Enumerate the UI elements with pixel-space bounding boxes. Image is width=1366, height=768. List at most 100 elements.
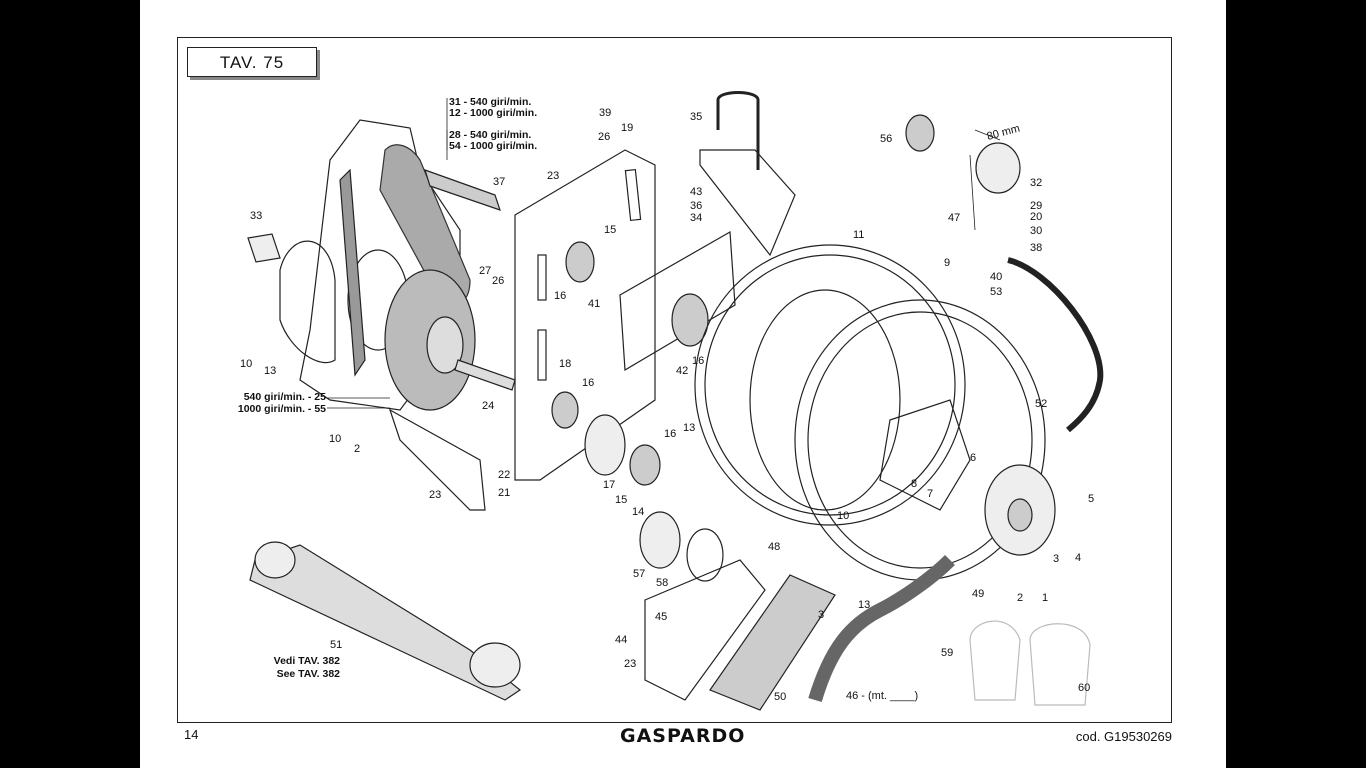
- callout-19: 19: [621, 122, 633, 134]
- callout-29: 29: [1030, 200, 1042, 212]
- callout-32: 32: [1030, 177, 1042, 189]
- note-80mm: 80 mm: [986, 123, 1022, 143]
- callout-47: 47: [948, 212, 960, 224]
- note-vedi: Vedi TAV. 382: [274, 655, 341, 667]
- bearing-mid: [551, 391, 579, 429]
- note-speed-28: 28 - 540 giri/min.: [449, 129, 531, 141]
- callout-13: 13: [264, 365, 276, 377]
- callout-3: 3: [1053, 553, 1059, 565]
- note-speed-54: 54 - 1000 giri/min.: [449, 140, 537, 152]
- callout-33: 33: [250, 210, 262, 222]
- callout-6: 6: [970, 452, 976, 464]
- callout-27: 27: [479, 265, 491, 277]
- bushing: [247, 233, 281, 263]
- belt-strip: [339, 168, 366, 377]
- callout-52: 52: [1035, 398, 1047, 410]
- callout-16c: 16: [692, 355, 704, 367]
- callout-16: 16: [554, 290, 566, 302]
- callout-4: 4: [1075, 552, 1081, 564]
- output-shaft: [454, 359, 516, 391]
- callout-56: 56: [880, 133, 892, 145]
- hose-clip-60: [1029, 623, 1091, 706]
- callout-2: 2: [354, 443, 360, 455]
- callout-53: 53: [990, 286, 1002, 298]
- u-bolt: [716, 91, 760, 170]
- pto-yoke-left: [254, 541, 296, 579]
- note-speed-55: 1000 giri/min. - 55: [238, 403, 326, 415]
- callout-44: 44: [615, 634, 627, 646]
- callout-51: 51: [330, 639, 342, 651]
- callout-20: 20: [1030, 211, 1042, 223]
- mounting-bracket: [388, 408, 486, 511]
- flange-plate: [619, 231, 736, 372]
- callout-38: 38: [1030, 242, 1042, 254]
- callout-21: 21: [498, 487, 510, 499]
- callout-2b: 2: [1017, 592, 1023, 604]
- rotary-joint-center: [1007, 498, 1033, 532]
- reel-drum-rear: [694, 244, 966, 526]
- callout-15: 15: [604, 224, 616, 236]
- callout-58: 58: [656, 577, 668, 589]
- pto-driveshaft: [249, 544, 522, 701]
- drawing-frame: [177, 37, 1172, 723]
- callout-37: 37: [493, 176, 505, 188]
- callout-60: 60: [1078, 682, 1090, 694]
- reel-drum-front-inner: [807, 311, 1033, 569]
- callout-13b: 13: [683, 422, 695, 434]
- callout-40: 40: [990, 271, 1002, 283]
- callout-1: 1: [1042, 592, 1048, 604]
- frame-slot-mid: [537, 254, 547, 301]
- spline-shaft: [424, 169, 501, 211]
- frame-slot-low: [537, 329, 547, 381]
- note-see: See TAV. 382: [277, 668, 341, 680]
- callout-22: 22: [498, 469, 510, 481]
- callout-41: 41: [588, 298, 600, 310]
- reel-drum-rear-inner: [704, 254, 956, 516]
- callout-15b: 15: [615, 494, 627, 506]
- callout-16b: 16: [582, 377, 594, 389]
- document-code: cod. G19530269: [1075, 729, 1172, 744]
- callout-39: 39: [599, 107, 611, 119]
- callout-3b: 3: [818, 609, 824, 621]
- callout-34: 34: [690, 212, 702, 224]
- callout-18: 18: [559, 358, 571, 370]
- callout-23b: 23: [429, 489, 441, 501]
- clamp-ring: [686, 528, 724, 582]
- callout-57: 57: [633, 568, 645, 580]
- bearing-top: [565, 241, 595, 283]
- callout-11: 11: [853, 229, 864, 241]
- pulley-hub: [426, 316, 464, 374]
- callout-10c: 10: [837, 510, 849, 522]
- callout-50: 50: [774, 691, 786, 703]
- callout-5: 5: [1088, 493, 1094, 505]
- reel-hub-plate: [879, 399, 971, 511]
- callout-24: 24: [482, 400, 494, 412]
- callout-30: 30: [1030, 225, 1042, 237]
- callout-42: 42: [676, 365, 688, 377]
- brand-logo: GASPARDO: [620, 725, 746, 747]
- callout-36: 36: [690, 200, 702, 212]
- note-speed-31: 31 - 540 giri/min.: [449, 96, 531, 108]
- pto-yoke-right: [469, 642, 521, 688]
- callout-9: 9: [944, 257, 950, 269]
- frame-slot-top: [624, 168, 642, 222]
- gauge-lens: [905, 114, 935, 152]
- note-speed-12: 12 - 1000 giri/min.: [449, 107, 537, 119]
- guard-plate: [644, 559, 766, 701]
- gearbox-cover-plate: [279, 240, 336, 364]
- callout-45: 45: [655, 611, 667, 623]
- bearing-low: [629, 444, 661, 486]
- reel-drum-core: [749, 289, 901, 511]
- callout-48: 48: [768, 541, 780, 553]
- callout-7: 7: [927, 488, 933, 500]
- hub: [584, 414, 626, 476]
- hose-clip-59: [969, 620, 1021, 701]
- callout-35: 35: [690, 111, 702, 123]
- callout-49: 49: [972, 588, 984, 600]
- callout-17: 17: [603, 479, 615, 491]
- exploded-parts-diagram: 39 26 19 35 56 37 23 33 15 43 36 34 11 3…: [238, 91, 1104, 711]
- callout-10: 10: [240, 358, 252, 370]
- pressure-gauge: [975, 142, 1021, 194]
- callout-59: 59: [941, 647, 953, 659]
- outlet-hose: [808, 554, 955, 703]
